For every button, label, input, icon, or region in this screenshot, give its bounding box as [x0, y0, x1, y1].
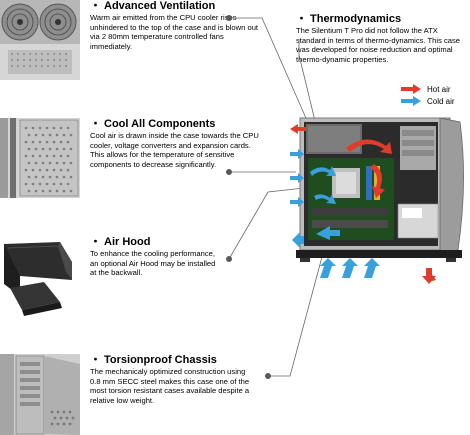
feature-air-hood: ・Air Hood To enhance the cooling perform… [90, 236, 222, 278]
thermodynamics-description: The Silentium T Pro did not follow the A… [296, 26, 461, 64]
feature-title: ・Air Hood [90, 236, 151, 248]
feature-title: ・Torsionproof Chassis [90, 354, 217, 366]
feature-description: To enhance the cooling performance, an o… [90, 249, 216, 278]
mesh-panel-photo [0, 118, 80, 198]
feature-title: ・Cool All Components [90, 118, 216, 130]
feature-title: ・Advanced Ventilation [90, 0, 216, 12]
legend-cold-air-label: Cold air [427, 96, 455, 106]
feature-description: The mechanicaly optimized construction u… [90, 367, 250, 405]
cold-air-arrow-icon [401, 96, 421, 106]
feature-torsionproof-chassis: ・Torsionproof Chassis The mechanicaly op… [90, 354, 250, 405]
legend-hot-air-label: Hot air [427, 84, 451, 94]
air-hood-photo [0, 236, 80, 316]
pc-case-illustration [290, 117, 464, 284]
legend-hot-air: Hot air [401, 84, 451, 94]
legend-cold-air: Cold air [401, 96, 455, 106]
chassis-photo [0, 354, 80, 435]
thermodynamics-title: ・Thermodynamics [296, 13, 402, 25]
feature-cool-all-components: ・Cool All Components Cool air is drawn i… [90, 118, 260, 169]
hot-air-arrow-icon [401, 84, 421, 94]
feature-description: Cool air is drawn inside the case toward… [90, 131, 259, 169]
feature-description: Warm air emitted from the CPU cooler ris… [90, 13, 259, 51]
feature-advanced-ventilation: ・Advanced Ventilation Warm air emitted f… [90, 0, 260, 51]
thermodynamics-block: ・Thermodynamics The Silentium T Pro did … [296, 13, 464, 64]
fan-grille-photo [0, 0, 80, 80]
